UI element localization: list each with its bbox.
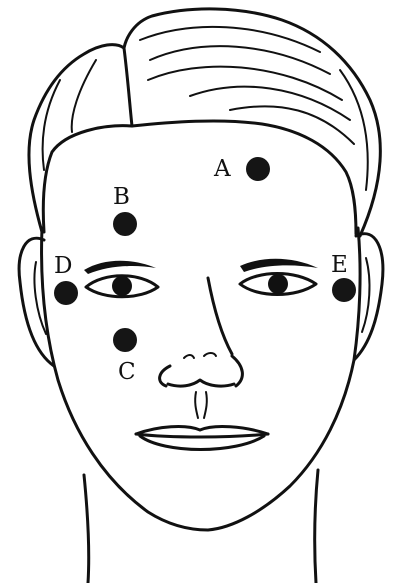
philtrum — [195, 392, 207, 418]
hair-strand — [148, 67, 342, 100]
point-a-dot — [246, 157, 270, 181]
point-b-dot — [113, 212, 137, 236]
neck-right-line — [315, 470, 318, 583]
nose-base — [160, 356, 243, 386]
hair-strand — [150, 46, 330, 74]
lip-line — [136, 434, 268, 437]
point-e-label: E — [331, 252, 348, 278]
left-iris — [112, 276, 132, 296]
hair-strand — [72, 60, 96, 132]
neck-left-line — [84, 475, 89, 583]
point-d-dot — [54, 281, 78, 305]
upper-lip — [136, 427, 268, 434]
hair-strand — [140, 27, 320, 52]
right-eyebrow — [240, 259, 318, 272]
point-b-label: B — [113, 184, 130, 210]
hair-part-line — [124, 48, 132, 126]
hair-front-right — [132, 121, 356, 234]
right-iris — [268, 274, 288, 294]
point-c-label: C — [118, 359, 136, 385]
point-a-label: A — [213, 156, 231, 182]
nose-bridge — [208, 278, 232, 354]
point-d-label: D — [54, 253, 72, 279]
point-e-dot — [332, 278, 356, 302]
right-ear-inner — [362, 258, 369, 332]
nostrils — [184, 353, 216, 358]
left-eyebrow — [84, 261, 156, 274]
point-c-dot — [113, 328, 137, 352]
